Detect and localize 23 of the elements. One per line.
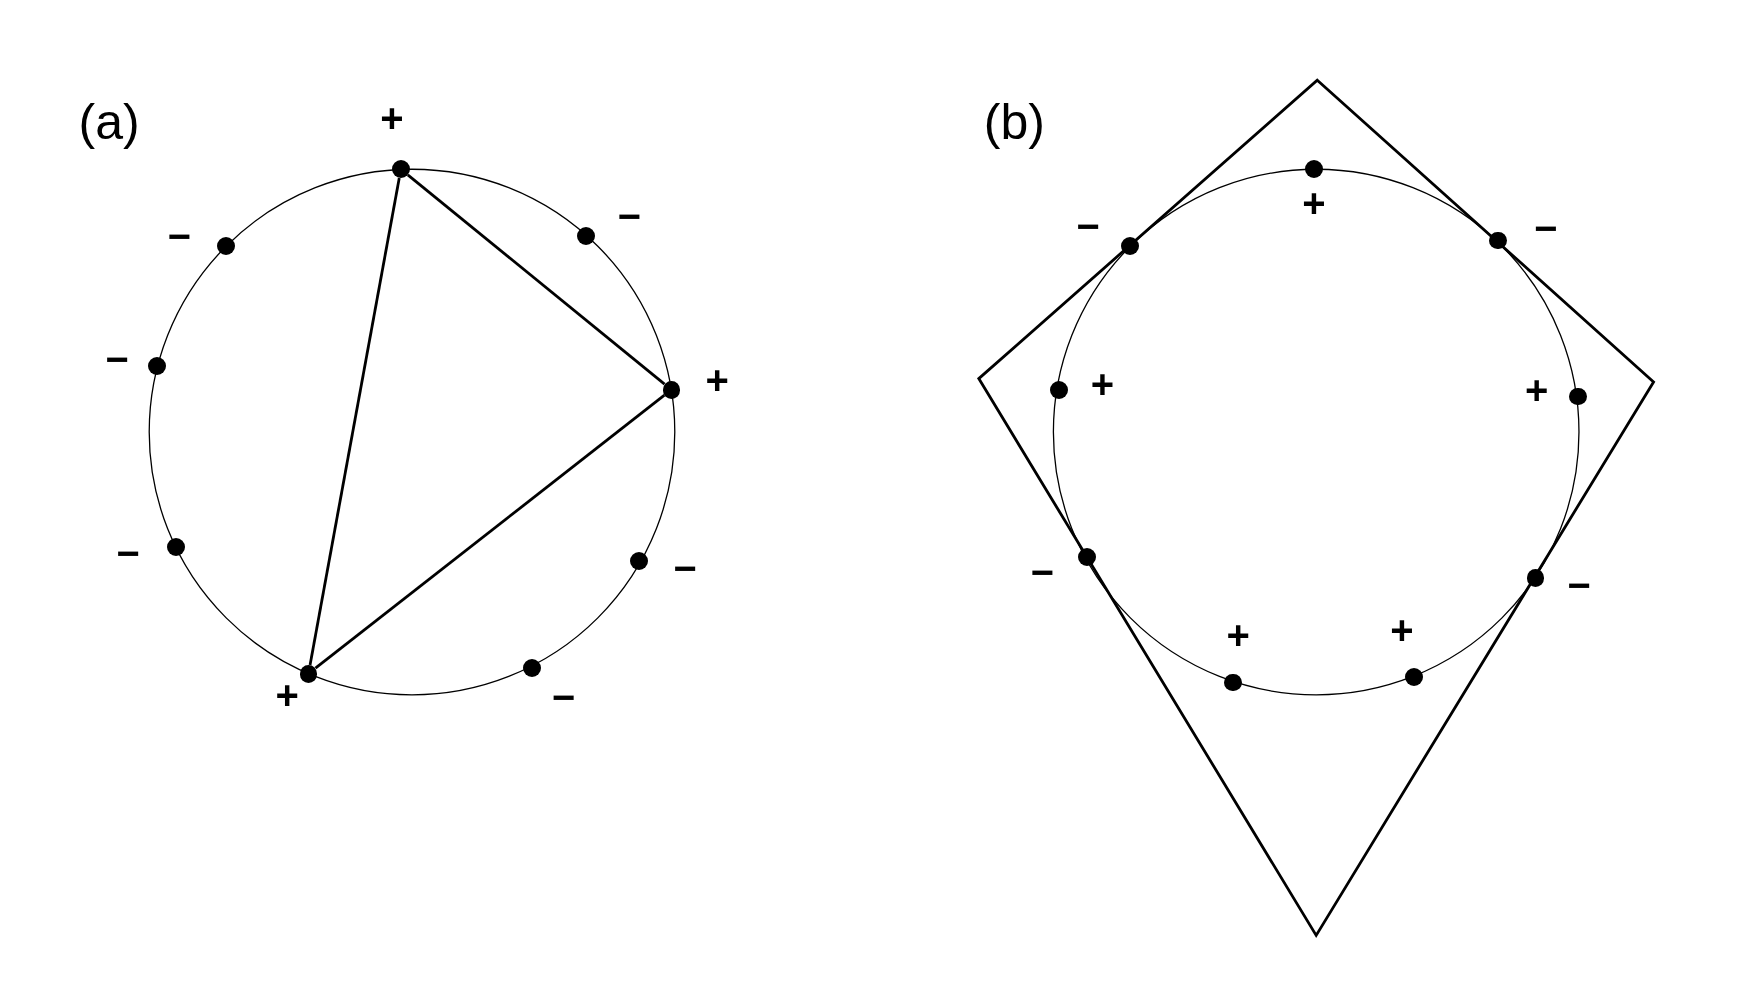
triangle-side (406, 173, 666, 386)
charge-sign: − (551, 677, 576, 718)
charge-sign: − (105, 338, 129, 379)
charge-sign: − (1076, 206, 1100, 247)
triangle-side (308, 177, 401, 666)
charge-sign: + (1390, 610, 1414, 651)
charge-sign: − (1533, 208, 1558, 249)
charge-sign: − (167, 216, 191, 257)
panel-label: (a) (78, 97, 140, 148)
charge-sign: − (673, 547, 697, 588)
charge-sign: + (1302, 182, 1326, 223)
charge-sign: + (1226, 614, 1250, 655)
charge-sign: + (1090, 364, 1115, 405)
charge-sign: + (275, 674, 299, 715)
triangle-side (314, 394, 666, 670)
charge-sign: − (617, 196, 641, 236)
panel-label: (b) (983, 97, 1045, 148)
charge-sign: − (116, 533, 140, 574)
charge-sign: + (1525, 369, 1549, 410)
charge-sign: − (1030, 552, 1054, 593)
charge-sign: − (1567, 564, 1591, 605)
charge-sign: + (705, 359, 729, 400)
charge-sign: + (380, 98, 404, 139)
